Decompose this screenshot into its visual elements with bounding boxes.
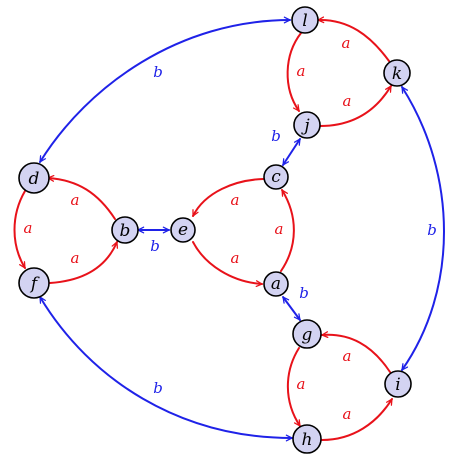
- node-g: g: [292, 319, 322, 349]
- edge-f-h: [39, 296, 293, 442]
- edge-j-k: [319, 85, 392, 127]
- label-j-k: a: [343, 92, 352, 110]
- edge-f-b: [49, 241, 118, 284]
- label-b-e: b: [150, 237, 160, 255]
- node-l: l: [291, 6, 319, 34]
- node-e: e: [170, 217, 196, 243]
- label-j-c: b: [271, 127, 281, 145]
- edge-h-i: [321, 398, 393, 441]
- node-h-label: h: [302, 430, 313, 450]
- edge-l-d: [39, 16, 291, 163]
- node-c: c: [263, 164, 289, 190]
- node-k-label: k: [392, 64, 402, 84]
- edge-i-g: [321, 331, 391, 373]
- label-b-d: a: [71, 191, 80, 209]
- label-c-e: a: [231, 191, 240, 209]
- edge-a-g: [282, 296, 301, 321]
- node-a-label: a: [271, 274, 281, 294]
- node-h: h: [292, 424, 322, 454]
- edge-j-c: [282, 138, 301, 166]
- node-j-label: j: [300, 116, 310, 136]
- label-h-i: a: [343, 405, 352, 423]
- label-e-a: a: [231, 249, 240, 267]
- node-d-label: d: [29, 169, 40, 189]
- a-edges: [13, 16, 393, 441]
- node-i: i: [384, 370, 412, 398]
- edge-e-a: [192, 241, 263, 288]
- label-k-l: a: [342, 34, 351, 52]
- node-g-label: g: [302, 325, 313, 345]
- edge-a-c: [280, 189, 295, 272]
- edge-k-l: [317, 16, 390, 62]
- node-a: a: [263, 271, 289, 297]
- label-l-d: b: [153, 63, 163, 81]
- nodes: l k j c d b e f: [18, 6, 412, 454]
- label-f-b: a: [71, 249, 80, 267]
- label-d-f: a: [24, 219, 33, 237]
- label-a-g: b: [299, 284, 309, 302]
- node-d: d: [18, 162, 50, 194]
- node-i-label: i: [395, 375, 400, 395]
- edge-c-e: [192, 178, 264, 217]
- node-k: k: [383, 59, 411, 87]
- edge-k-i: [401, 86, 445, 371]
- edge-labels: a a a a a a a a a a a a b b b b b b: [24, 34, 437, 423]
- node-e-label: e: [178, 220, 188, 240]
- b-edges: [39, 16, 445, 442]
- node-b-label: b: [120, 221, 131, 241]
- label-f-h: b: [153, 379, 163, 397]
- edge-b-d: [47, 174, 116, 220]
- node-l-label: l: [302, 11, 307, 31]
- edge-d-f: [13, 190, 26, 269]
- label-l-j: a: [297, 62, 306, 80]
- node-c-label: c: [271, 167, 281, 187]
- label-i-g: a: [343, 347, 352, 365]
- node-f-label: f: [29, 274, 40, 294]
- node-b: b: [111, 216, 139, 244]
- node-j: j: [293, 111, 321, 139]
- label-a-c: a: [275, 220, 284, 238]
- node-f: f: [18, 267, 50, 299]
- label-g-h: a: [297, 375, 306, 393]
- label-k-i: b: [427, 221, 437, 239]
